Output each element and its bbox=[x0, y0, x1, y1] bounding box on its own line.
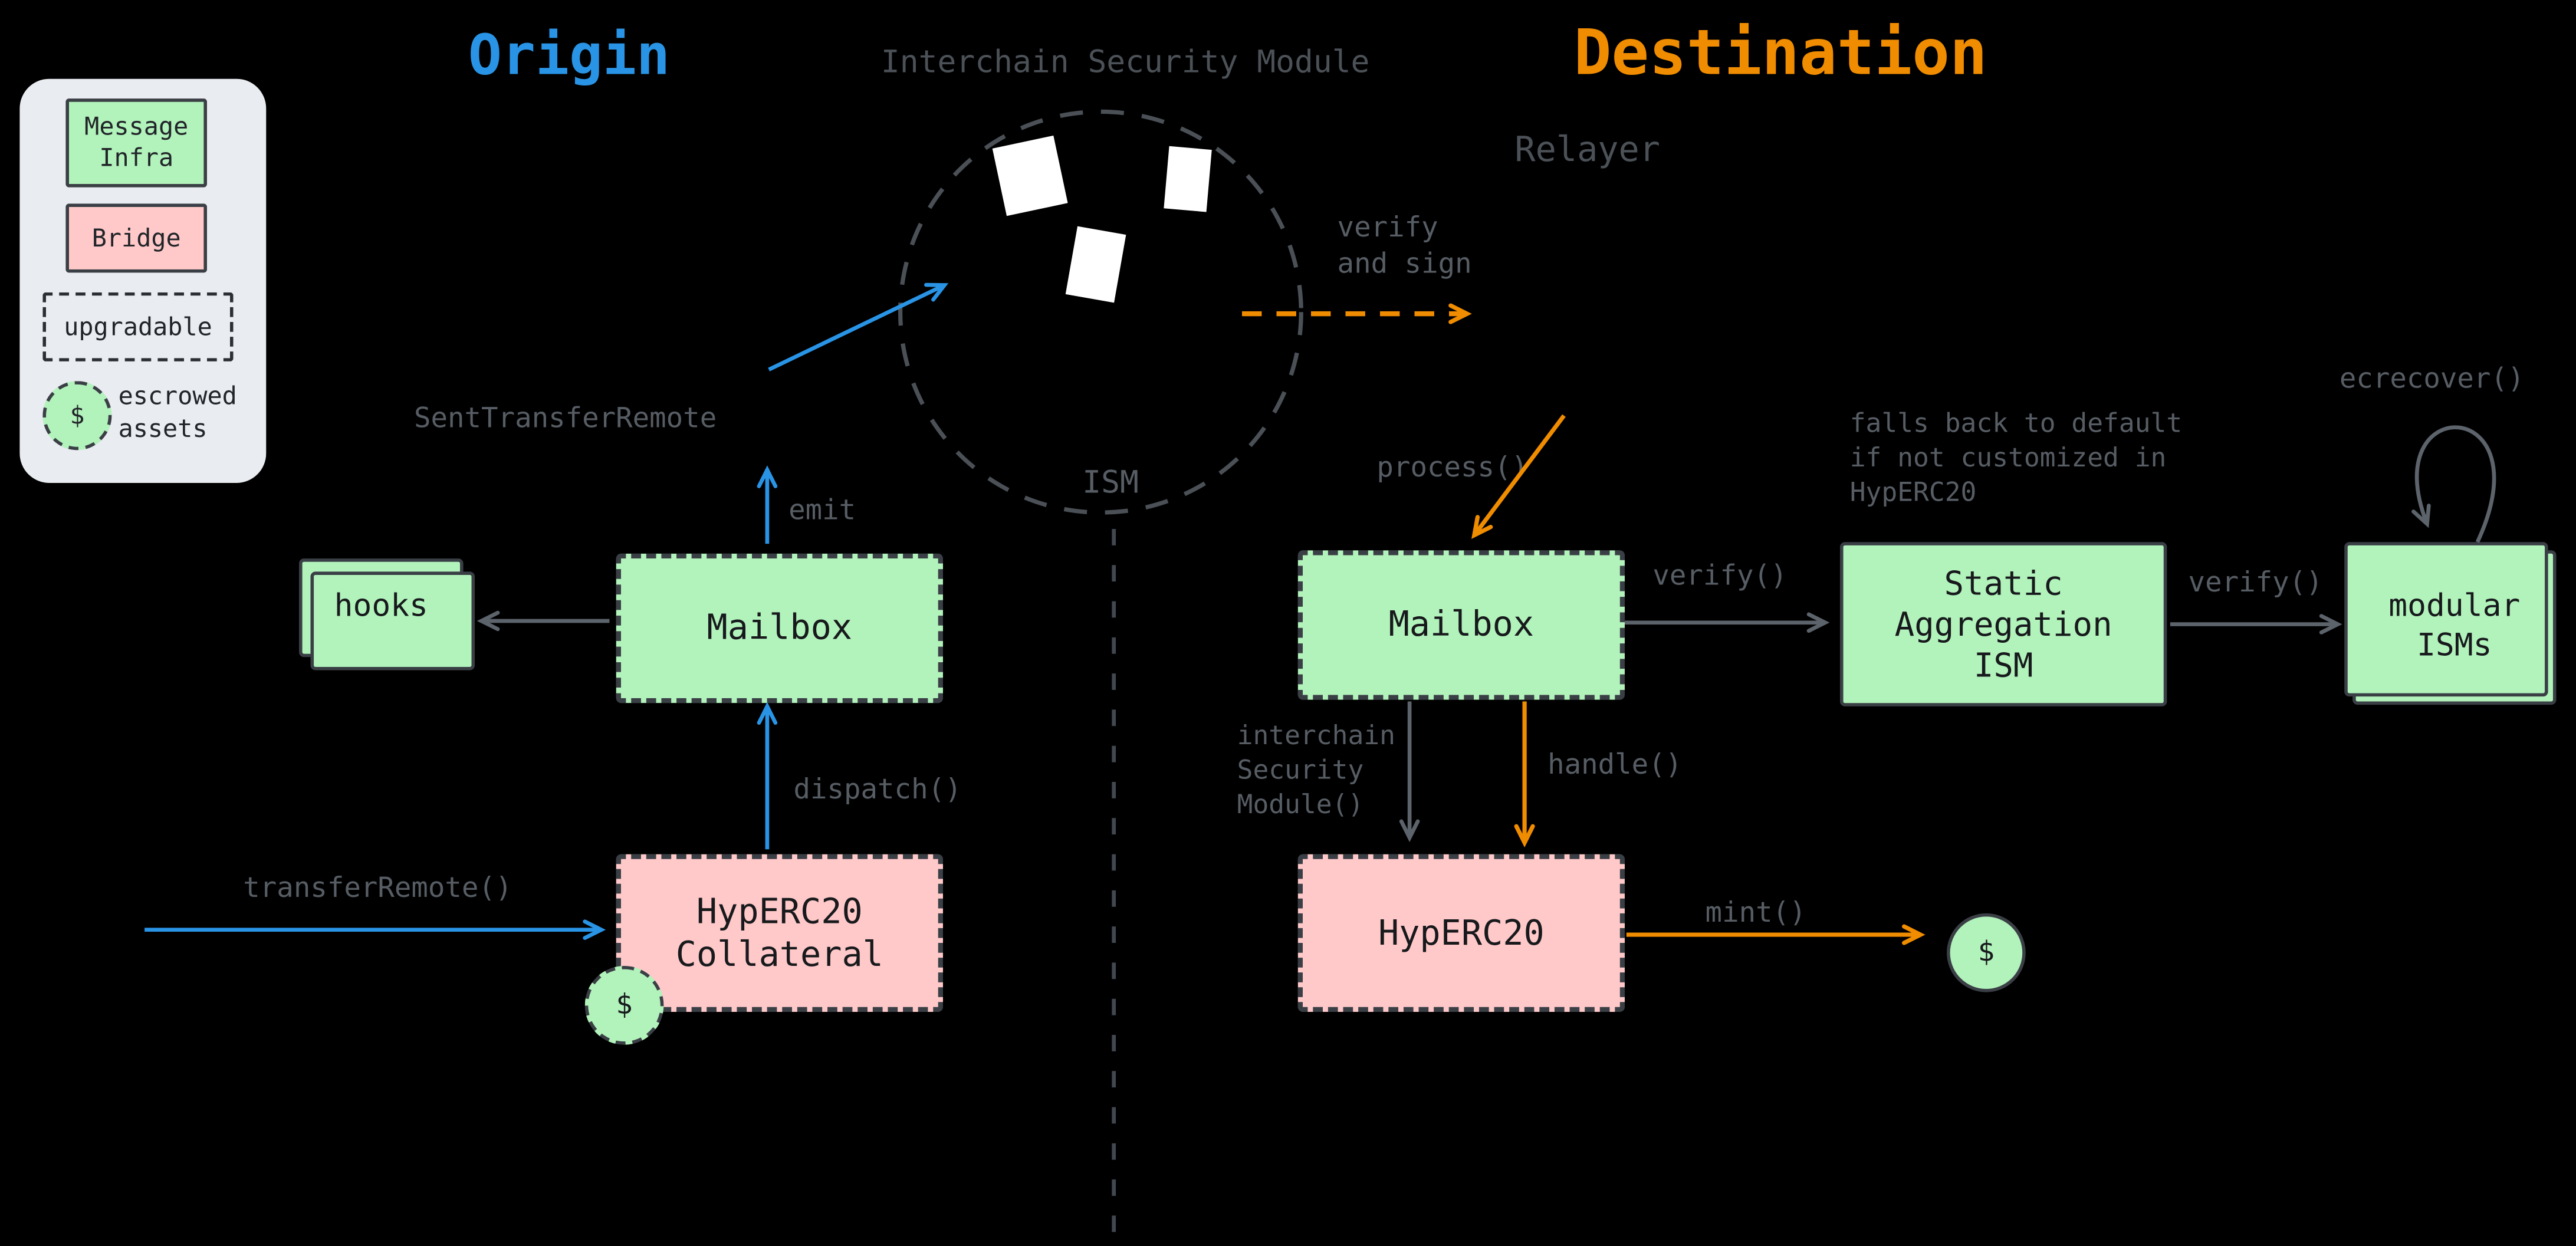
legend-message-infra-label: Message Infra bbox=[84, 112, 189, 173]
minted-assets-icon: $ bbox=[1947, 913, 2026, 992]
minted-dollar-glyph: $ bbox=[1977, 936, 1995, 969]
legend-bridge-label: Bridge bbox=[91, 222, 181, 252]
validator-card-icon bbox=[1065, 226, 1126, 303]
modular-isms-node: modular ISMs bbox=[2344, 542, 2557, 705]
interchain-security-module-fn-label: interchain Security Module() bbox=[1237, 719, 1395, 819]
relayer-label: Relayer bbox=[1514, 130, 1660, 169]
dispatch-label: dispatch() bbox=[793, 774, 962, 807]
static-aggregation-ism-node: Static Aggregation ISM bbox=[1839, 542, 2167, 706]
legend-message-infra: Message Infra bbox=[65, 98, 207, 188]
legend-upgradable: upgradable bbox=[42, 292, 234, 361]
hyperc20-collateral-label: HypERC20 Collateral bbox=[675, 891, 883, 974]
mint-label: mint() bbox=[1705, 896, 1806, 930]
destination-title: Destination bbox=[1573, 16, 1987, 89]
modular-isms-label: modular ISMs bbox=[2388, 588, 2521, 664]
escrowed-assets-icon: $ bbox=[584, 965, 664, 1045]
sent-transfer-remote-label: SentTransferRemote bbox=[413, 402, 717, 436]
ism-circle bbox=[898, 109, 1303, 515]
falls-back-note: falls back to default if not customized … bbox=[1849, 407, 2183, 507]
to-ism-arrow bbox=[768, 282, 949, 372]
destination-mailbox-node: Mailbox bbox=[1297, 550, 1625, 700]
legend-panel: Message Infra Bridge upgradable $ escrow… bbox=[19, 78, 267, 483]
hyperc20-collateral-node: HypERC20 Collateral bbox=[616, 854, 943, 1012]
hooks-node-label: hooks bbox=[334, 588, 428, 624]
hooks-node: hooks bbox=[298, 558, 475, 670]
legend-escrowed-dollar-icon: $ bbox=[42, 381, 112, 451]
hyperc20-node: HypERC20 bbox=[1297, 854, 1625, 1012]
origin-mailbox-node: Mailbox bbox=[616, 553, 943, 703]
validator-card-icon bbox=[1164, 146, 1212, 212]
legend-dollar-glyph: $ bbox=[70, 400, 85, 430]
verify-and-sign-label: verify and sign bbox=[1337, 212, 1472, 281]
interchain-security-module-title: Interchain Security Module bbox=[880, 44, 1370, 81]
verify-static-label: verify() bbox=[2188, 567, 2323, 600]
origin-title: Origin bbox=[468, 22, 671, 89]
validator-card-icon bbox=[992, 135, 1068, 216]
transfer-remote-label: transferRemote() bbox=[243, 872, 512, 905]
handle-label: handle() bbox=[1547, 749, 1683, 782]
static-aggregation-ism-label: Static Aggregation ISM bbox=[1894, 563, 2112, 685]
legend-escrowed-label: escrowed assets bbox=[118, 381, 237, 443]
ism-label: ISM bbox=[1082, 465, 1139, 501]
legend-upgradable-label: upgradable bbox=[64, 311, 212, 341]
ecrecover-loop-arrow bbox=[2411, 425, 2496, 543]
legend-bridge: Bridge bbox=[65, 203, 207, 273]
destination-mailbox-label: Mailbox bbox=[1388, 605, 1535, 645]
hyperc20-label: HypERC20 bbox=[1378, 913, 1545, 953]
origin-mailbox-label: Mailbox bbox=[707, 608, 853, 648]
escrowed-dollar-glyph: $ bbox=[616, 988, 633, 1022]
ecrecover-label: ecrecover() bbox=[2339, 363, 2525, 396]
verify-mailbox-label: verify() bbox=[1652, 560, 1788, 593]
process-label: process() bbox=[1376, 452, 1529, 485]
emit-label: emit bbox=[788, 494, 856, 528]
